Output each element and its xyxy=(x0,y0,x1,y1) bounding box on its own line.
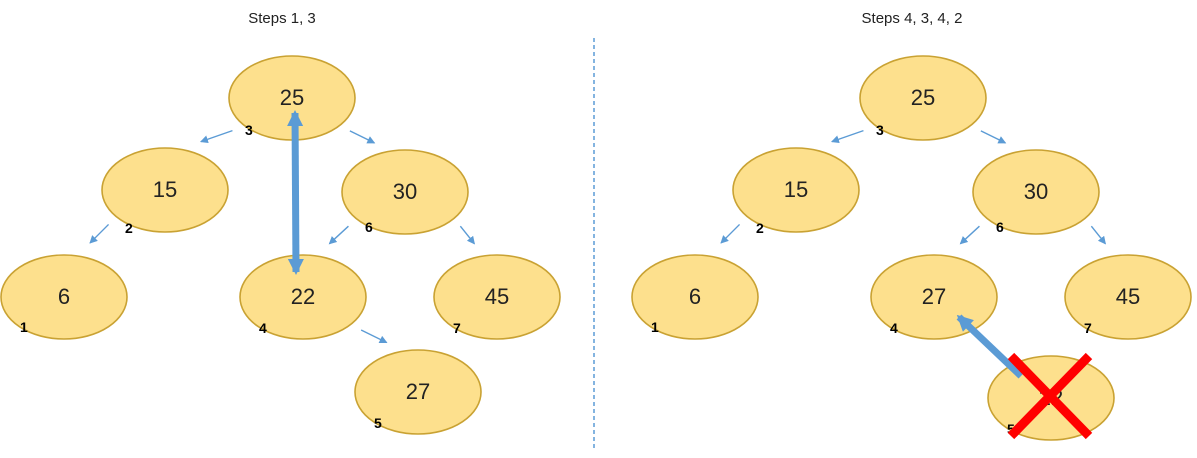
tree-node-27: 27 xyxy=(354,349,482,435)
node-value: 27 xyxy=(922,284,946,309)
node-value: 30 xyxy=(1024,179,1048,204)
tree-edge xyxy=(89,223,110,244)
node-order-label: 2 xyxy=(756,220,764,236)
node-value: 6 xyxy=(58,284,70,309)
tree-edge xyxy=(349,130,376,144)
tree-edge xyxy=(328,225,349,245)
tree-node-25: 25 xyxy=(859,55,987,141)
panel-left: Steps 1, 3 25 15 30 6 22 45 27 3 2 6 1 4 7 5 xyxy=(0,10,561,435)
node-value: 27 xyxy=(406,379,430,404)
node-value: 15 xyxy=(153,177,177,202)
node-ellipse xyxy=(0,254,128,340)
node-value: 15 xyxy=(784,177,808,202)
delete-cross-icon xyxy=(1007,352,1093,440)
tree-node-30: 30 xyxy=(972,149,1100,235)
node-order-label: 5 xyxy=(1007,421,1015,437)
panel-right: Steps 4, 3, 4, 225153062745223261475 xyxy=(631,10,1192,441)
tree-edge xyxy=(980,130,1007,144)
panel-title: Steps 1, 3 xyxy=(248,10,316,27)
node-order-label: 7 xyxy=(453,320,461,336)
tree-node-25: 25 xyxy=(228,55,356,141)
node-value: 25 xyxy=(280,85,304,110)
node-ellipse xyxy=(1064,254,1192,340)
node-order-label: 4 xyxy=(259,320,267,336)
node-ellipse xyxy=(631,254,759,340)
tree-edge xyxy=(199,129,233,144)
tree-edge xyxy=(459,225,475,245)
panel-title: Steps 4, 3, 4, 2 xyxy=(862,10,963,27)
tree-node-6: 6 xyxy=(631,254,759,340)
node-order-label: 6 xyxy=(365,219,373,235)
node-order-label: 1 xyxy=(651,319,659,335)
tree-node-45: 45 xyxy=(1064,254,1192,340)
node-ellipse xyxy=(972,149,1100,235)
node-ellipse xyxy=(732,147,860,233)
node-value: 25 xyxy=(911,85,935,110)
tree-edge xyxy=(959,225,980,245)
node-ellipse xyxy=(101,147,229,233)
node-order-label: 2 xyxy=(125,220,133,236)
node-value: 22 xyxy=(291,284,315,309)
node-ellipse xyxy=(433,254,561,340)
node-order-label: 1 xyxy=(20,319,28,335)
node-order-label: 3 xyxy=(245,122,253,138)
node-ellipse xyxy=(341,149,469,235)
node-value: 30 xyxy=(393,179,417,204)
tree-edge xyxy=(1090,225,1106,245)
node-order-label: 3 xyxy=(876,122,884,138)
node-order-label: 6 xyxy=(996,219,1004,235)
swap-arrow xyxy=(956,314,1024,379)
tree-edge xyxy=(360,329,388,344)
node-value: 45 xyxy=(485,284,509,309)
swap-arrow xyxy=(287,110,304,275)
tree-node-15: 15 xyxy=(732,147,860,233)
tree-node-6: 6 xyxy=(0,254,128,340)
tree-edge xyxy=(720,223,741,244)
node-order-label: 7 xyxy=(1084,320,1092,336)
tree-node-45: 45 xyxy=(433,254,561,340)
tree-edge xyxy=(830,129,864,144)
tree-node-30: 30 xyxy=(341,149,469,235)
node-value: 6 xyxy=(689,284,701,309)
node-ellipse xyxy=(859,55,987,141)
tree-node-22: 22 xyxy=(239,254,367,340)
node-ellipse xyxy=(354,349,482,435)
tree-node-15: 15 xyxy=(101,147,229,233)
node-order-label: 5 xyxy=(374,415,382,431)
node-value: 45 xyxy=(1116,284,1140,309)
node-order-label: 4 xyxy=(890,320,898,336)
